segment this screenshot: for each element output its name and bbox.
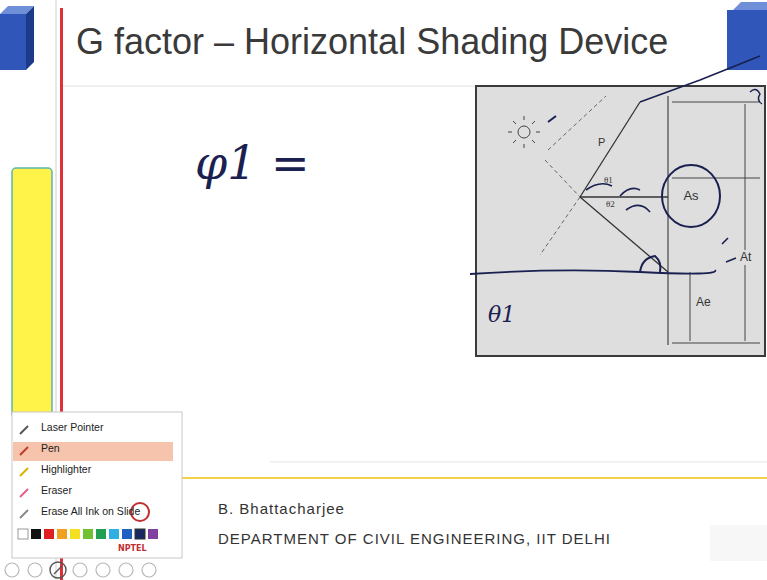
cube-icon bbox=[733, 2, 767, 10]
cube-icon bbox=[0, 14, 26, 70]
ray-line bbox=[580, 102, 640, 197]
side-panel bbox=[12, 168, 52, 418]
wall-line bbox=[667, 96, 668, 345]
pen-stroke bbox=[640, 56, 760, 102]
footer-rule bbox=[182, 477, 767, 479]
nav-icons bbox=[5, 563, 156, 577]
menu-panel bbox=[12, 412, 182, 558]
ae-dimension bbox=[690, 272, 691, 341]
menu-item: Erase All Ink on Slide bbox=[13, 501, 173, 522]
slide-title: G factor – Horizontal Shading Device bbox=[76, 22, 668, 62]
dimension-label: P bbox=[598, 136, 605, 148]
dimension-tick bbox=[672, 343, 760, 344]
dimension-tick bbox=[672, 102, 760, 103]
menu-icons bbox=[20, 426, 28, 518]
at-dimension bbox=[745, 104, 746, 341]
area-label: Ae bbox=[696, 296, 711, 309]
ray-line bbox=[580, 197, 668, 272]
pen-stroke bbox=[586, 184, 650, 212]
menu-item: Highlighter bbox=[13, 459, 173, 480]
cube-icon bbox=[26, 6, 34, 70]
menu-item: Eraser bbox=[13, 480, 173, 501]
menu-highlight bbox=[13, 442, 173, 461]
menu-item: Pen bbox=[13, 438, 173, 459]
logo-text: NPTEL bbox=[118, 545, 147, 554]
area-label: As bbox=[683, 189, 698, 203]
menu-item: Laser Pointer bbox=[13, 417, 173, 438]
ray-line bbox=[548, 96, 606, 150]
sun-symbol bbox=[508, 116, 540, 148]
color-swatches bbox=[18, 529, 158, 539]
circle-outline bbox=[662, 165, 720, 227]
footer-box bbox=[710, 525, 767, 561]
department-name: DEPARTMENT OF CIVIL ENGINEERING, IIT DEL… bbox=[218, 531, 611, 548]
pen-stroke bbox=[548, 116, 556, 122]
pen-nav-icon bbox=[54, 566, 62, 574]
shading-device bbox=[580, 196, 668, 197]
angle-arc bbox=[640, 256, 660, 272]
ray-line bbox=[540, 197, 580, 255]
circled-area: As bbox=[660, 163, 722, 229]
pen-nav-icon bbox=[50, 562, 66, 578]
pen-stroke bbox=[750, 89, 762, 104]
pen-stroke bbox=[722, 238, 736, 262]
angle-label: θ1 bbox=[604, 176, 613, 186]
area-label: At bbox=[738, 250, 753, 265]
ray-line bbox=[545, 160, 580, 197]
author-name: B. Bhattacharjee bbox=[218, 501, 345, 518]
handwritten-formula: φ1 = bbox=[195, 138, 310, 189]
photo-frame bbox=[476, 86, 765, 356]
handwritten-angle: θ1 bbox=[488, 303, 515, 327]
angle-label: θ2 bbox=[606, 200, 615, 210]
tool-menu: Laser PointerPenHighlighterEraserErase A… bbox=[13, 417, 173, 522]
footer-rule bbox=[270, 462, 767, 463]
ground-stroke bbox=[470, 270, 715, 274]
